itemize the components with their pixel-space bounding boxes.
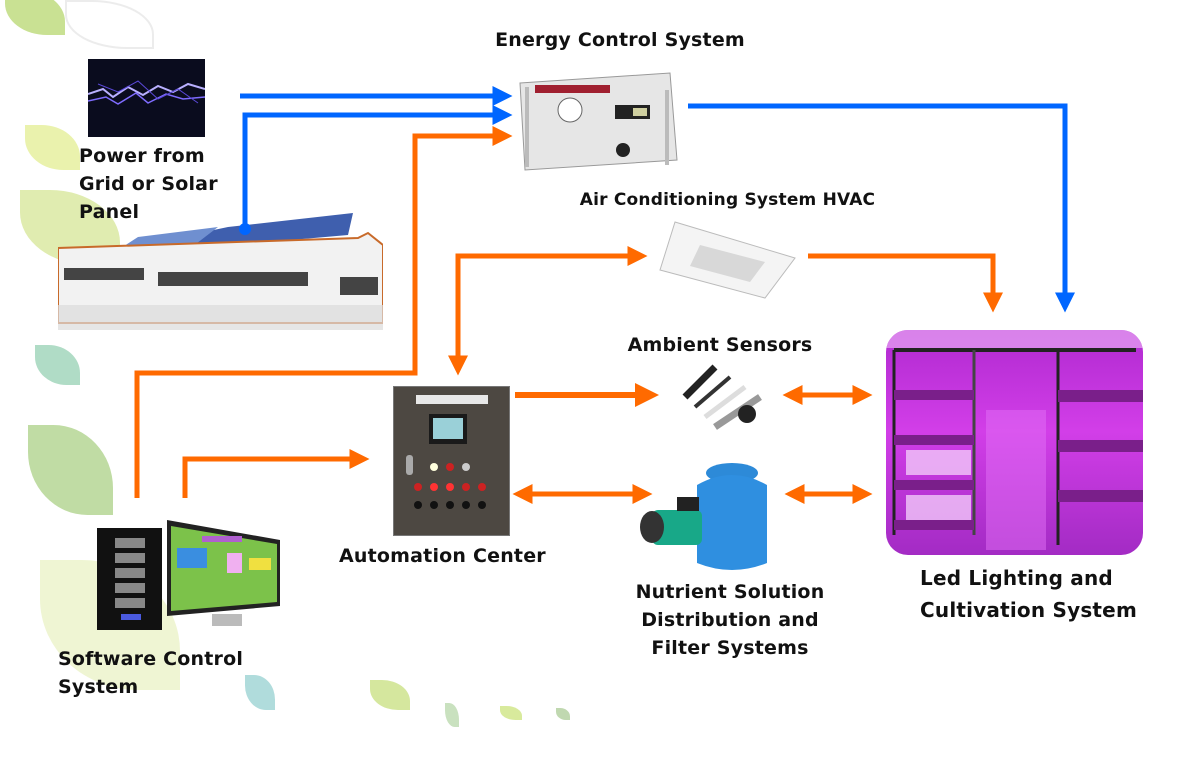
software-control-label: Software Control System <box>58 645 243 701</box>
hvac-label: Air Conditioning System HVAC <box>579 190 876 210</box>
label-line: Cultivation System <box>920 598 1137 622</box>
arrow-energy-to-led <box>688 103 1075 313</box>
energy-control-label: Energy Control System <box>495 29 745 51</box>
arrow-software-to-energy <box>134 126 513 498</box>
lightning-image <box>88 59 205 137</box>
automation-center-label: Automation Center <box>339 545 546 567</box>
label-line: Filter Systems <box>651 637 809 659</box>
sensors-image <box>675 362 770 437</box>
software-control-image <box>97 518 282 633</box>
led-cultivation-label: Led Lighting and Cultivation System <box>920 562 1137 626</box>
solar-connection-dot <box>239 223 251 235</box>
label-line: Panel <box>79 201 140 223</box>
energy-control-image <box>515 65 680 175</box>
automation-center-image <box>393 386 510 536</box>
arrow-solar-to-energy <box>242 105 513 228</box>
leaf-decoration <box>556 708 570 720</box>
label-line: Power from <box>79 145 205 167</box>
leaf-decoration <box>445 703 459 727</box>
nutrient-system-label: Nutrient Solution Distribution and Filte… <box>610 578 850 662</box>
solar-building-image <box>57 205 384 330</box>
arrow-software-automation <box>182 449 370 498</box>
lightning-icon <box>88 80 205 105</box>
label-line: Grid or Solar <box>79 173 218 195</box>
power-source-label: Power from Grid or Solar Panel <box>79 142 218 226</box>
nutrient-system-image <box>637 455 782 575</box>
arrow-automation-hvac <box>448 246 648 376</box>
label-line: Distribution and <box>641 609 819 631</box>
led-cultivation-image <box>886 330 1143 555</box>
label-line: Led Lighting and <box>920 566 1113 590</box>
arrow-hvac-to-led <box>808 253 1003 313</box>
hvac-image <box>655 220 800 300</box>
label-line: System <box>58 676 139 698</box>
label-line: Software Control <box>58 648 244 670</box>
sensors-label: Ambient Sensors <box>627 334 813 356</box>
leaf-decoration <box>500 706 522 720</box>
label-line: Nutrient Solution <box>635 581 825 603</box>
